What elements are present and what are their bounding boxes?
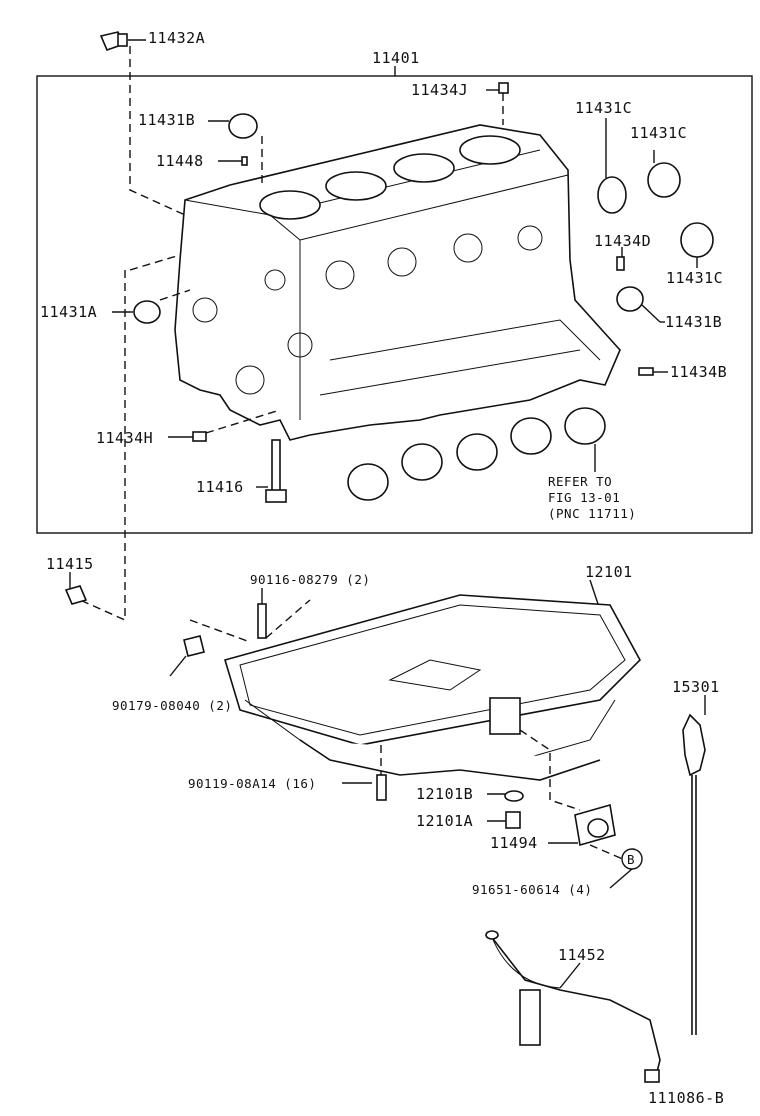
label-11434H: 11434H — [96, 429, 154, 447]
main-bearings — [347, 407, 606, 501]
figure-id: 111086-B — [648, 1089, 725, 1107]
label-91651: 91651-60614 (4) — [472, 882, 593, 897]
label-15301: 15301 — [672, 678, 720, 696]
label-11415: 11415 — [46, 555, 94, 573]
label-11448: 11448 — [156, 152, 204, 170]
refer-text-line2: FIG 13-01 — [548, 490, 621, 505]
bolt-90119 — [376, 774, 387, 801]
dipstick-15301 — [682, 713, 706, 1035]
bolt-11416 — [265, 439, 287, 503]
label-11494: 11494 — [490, 834, 538, 852]
seal-11431A — [133, 300, 161, 324]
label-11452: 11452 — [558, 946, 606, 964]
dipstick-guide-11452 — [485, 930, 661, 1083]
label-12101A: 12101A — [416, 812, 474, 830]
refer-text-line1: REFER TO — [548, 474, 613, 489]
label-12101: 12101 — [585, 563, 633, 581]
seal-11431B — [616, 286, 644, 312]
label-11431B-top: 11431B — [138, 111, 196, 129]
label-11432A: 11432A — [148, 29, 206, 47]
cylinder-block — [174, 124, 621, 441]
label-11431B-right: 11431B — [665, 313, 723, 331]
plug-11431C-3 — [680, 222, 714, 258]
label-11416: 11416 — [196, 478, 244, 496]
label-90119: 90119-08A14 (16) — [188, 776, 317, 791]
label-11431A: 11431A — [40, 303, 98, 321]
oil-pan — [223, 594, 641, 781]
label-11431C-1: 11431C — [575, 99, 633, 117]
label-11431C-2: 11431C — [630, 124, 688, 142]
plug-11431C-1 — [597, 176, 627, 214]
label-11434B: 11434B — [670, 363, 728, 381]
refer-text-line3: (PNC 11711) — [548, 506, 637, 521]
label-11401: 11401 — [372, 49, 420, 67]
plug-11432A — [99, 31, 128, 52]
stud-90116 — [257, 603, 267, 639]
plug-11415 — [64, 585, 88, 605]
nut-90179 — [183, 635, 205, 657]
label-12101B: 12101B — [416, 785, 474, 803]
label-11434D: 11434D — [594, 232, 652, 250]
label-90179: 90179-08040 (2) — [112, 698, 233, 713]
label-11434J: 11434J — [411, 81, 469, 99]
strainer-11494 — [574, 803, 616, 847]
label-11431C-3: 11431C — [666, 269, 724, 287]
callout-b-letter: B — [627, 852, 636, 867]
label-90116: 90116-08279 (2) — [250, 572, 371, 587]
plug-11431C-2 — [647, 162, 681, 198]
